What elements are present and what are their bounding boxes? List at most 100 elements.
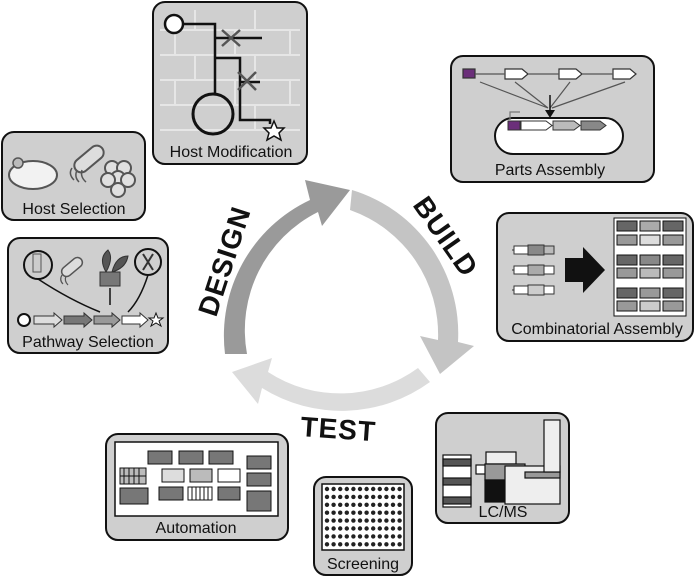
well (357, 486, 363, 492)
pathway-selection-label: Pathway Selection (22, 334, 154, 351)
well (344, 534, 349, 539)
well (338, 518, 343, 523)
well (397, 526, 402, 531)
well (357, 542, 363, 547)
well (357, 494, 363, 500)
well (384, 494, 389, 500)
cycle: DESIGN BUILD TEST (192, 180, 484, 447)
well (324, 534, 330, 539)
variant-grid (613, 217, 687, 317)
well (331, 502, 336, 507)
well (384, 486, 389, 492)
pathway-start-icon (17, 313, 31, 327)
host-selection-label: Host Selection (22, 201, 125, 218)
well (351, 534, 356, 539)
well (324, 526, 330, 531)
well (364, 518, 369, 523)
well (324, 494, 330, 500)
well (344, 486, 349, 492)
well (331, 518, 336, 523)
well (384, 526, 389, 531)
test-arrow (232, 358, 430, 411)
well (324, 542, 330, 547)
bacterium-icon (69, 144, 105, 183)
well (357, 526, 363, 531)
well (377, 494, 382, 500)
well (338, 494, 343, 500)
well (364, 534, 369, 539)
construct-variants (512, 244, 555, 296)
well-plate-wells (324, 486, 402, 547)
well (338, 486, 343, 492)
well (377, 486, 382, 492)
well (364, 526, 369, 531)
well (324, 518, 330, 523)
well (351, 510, 356, 515)
well (364, 494, 369, 500)
well (357, 518, 363, 523)
well (357, 502, 363, 507)
well (390, 510, 396, 515)
well (384, 502, 389, 507)
well (351, 518, 356, 523)
automation-label: Automation (156, 520, 237, 537)
well (331, 534, 336, 539)
pathway-gene-arrows (33, 311, 149, 329)
well (331, 494, 336, 500)
well (338, 526, 343, 531)
well (384, 542, 389, 547)
parts-assembly-label: Parts Assembly (495, 162, 605, 179)
well (344, 526, 349, 531)
pathway-star-icon (147, 311, 165, 328)
automation-panel: Automation (105, 433, 289, 541)
parts-assembly-panel: Parts Assembly (450, 55, 655, 183)
well (324, 502, 330, 507)
lcms-instrument-icon (442, 419, 561, 508)
well (364, 542, 369, 547)
well (397, 542, 402, 547)
converging-lines (475, 73, 626, 109)
microbe-icon (60, 256, 84, 286)
host-cell-icon (191, 92, 235, 136)
well (331, 526, 336, 531)
well (351, 526, 356, 531)
well (390, 526, 396, 531)
assembly-arrow-icon (545, 110, 555, 118)
well (377, 542, 382, 547)
well (377, 518, 382, 523)
well (344, 542, 349, 547)
start-node-icon (163, 13, 185, 35)
well (338, 534, 343, 539)
design-arrow (223, 180, 350, 354)
combinatorial-arrow-icon (565, 247, 605, 293)
plasmid-parts (507, 111, 607, 131)
well (351, 494, 356, 500)
pathway-selection-panel: Pathway Selection (7, 237, 169, 354)
well (397, 502, 402, 507)
well (390, 502, 396, 507)
well (364, 502, 369, 507)
well (344, 494, 349, 500)
well (384, 518, 389, 523)
well (351, 486, 356, 492)
well (344, 502, 349, 507)
well (331, 542, 336, 547)
well (384, 510, 389, 515)
well (338, 510, 343, 515)
well (390, 542, 396, 547)
screening-label: Screening (327, 556, 399, 573)
lcms-label: LC/MS (479, 504, 528, 521)
well (390, 534, 396, 539)
well (397, 510, 402, 515)
well (357, 534, 363, 539)
well (331, 486, 336, 492)
cell-cluster-icon (100, 160, 136, 198)
well-plate-icon (321, 483, 405, 551)
well (371, 526, 376, 531)
product-star-icon (262, 119, 286, 142)
pathway-lines (183, 22, 272, 124)
well (331, 510, 336, 515)
well (364, 486, 369, 492)
combinatorial-assembly-label: Combinatorial Assembly (511, 321, 683, 338)
well (384, 534, 389, 539)
